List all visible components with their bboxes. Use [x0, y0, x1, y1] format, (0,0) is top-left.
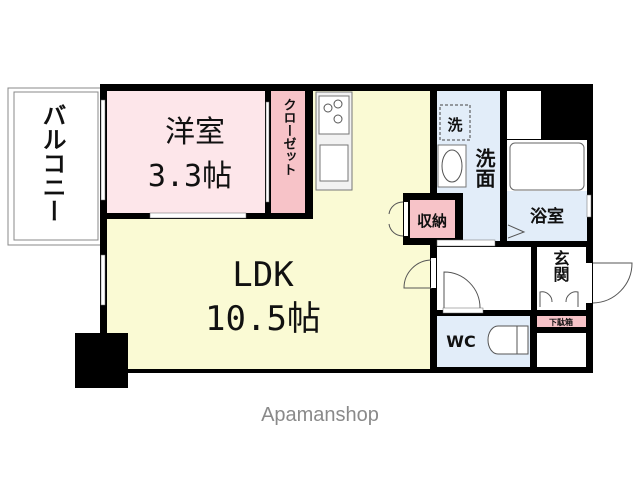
toilet-door-frame [442, 307, 484, 314]
toilet-label: WC [446, 332, 475, 351]
western-room-size: 3.3帖 [148, 159, 232, 194]
shoe-box-label: 下駄箱 [549, 317, 573, 327]
bathroom-door [507, 224, 526, 239]
washroom-door [436, 239, 496, 247]
washer-label: 洗 [447, 116, 462, 134]
closet-label: クローゼット [281, 98, 297, 176]
toilet-door [443, 271, 481, 310]
closet-door [265, 101, 270, 203]
window [100, 99, 106, 201]
basin-icon [437, 144, 467, 188]
closet [271, 91, 305, 213]
ldk-door-opening [431, 258, 436, 288]
stove-icon [318, 95, 350, 135]
shoe-box [537, 316, 586, 327]
ldk-label: LDK [232, 255, 294, 295]
ldk [107, 219, 430, 369]
ldk-door [403, 259, 433, 289]
bathroom [507, 191, 587, 241]
western-room-label: 洋室 [165, 115, 225, 150]
pillar [75, 333, 128, 388]
front-door-swing [592, 262, 633, 304]
bathtub-icon [509, 142, 585, 191]
washroom-label: 洗面 [472, 148, 496, 188]
watermark-logo: Apamanshop [261, 404, 379, 426]
shoe-box-doors [539, 291, 579, 307]
storage-label: 収納 [417, 212, 447, 230]
sink-icon [319, 144, 349, 182]
entrance-label: 玄関 [551, 249, 570, 283]
window [100, 254, 106, 306]
toilet-icon [487, 325, 529, 355]
hallway [437, 247, 531, 310]
storage-door [404, 202, 408, 236]
storage-closet [537, 333, 586, 367]
window [586, 194, 592, 218]
sliding-door [149, 212, 247, 219]
utility-space [507, 91, 541, 139]
storage [410, 200, 455, 238]
front-door [586, 263, 592, 303]
western-room [107, 91, 265, 213]
bathroom-label: 浴室 [530, 206, 564, 227]
washer-space [439, 104, 471, 141]
balcony-inner [13, 91, 99, 241]
balcony-label: バルコニー [38, 103, 66, 223]
storage-door-swing [388, 201, 404, 237]
ldk-size: 10.5帖 [205, 299, 321, 339]
